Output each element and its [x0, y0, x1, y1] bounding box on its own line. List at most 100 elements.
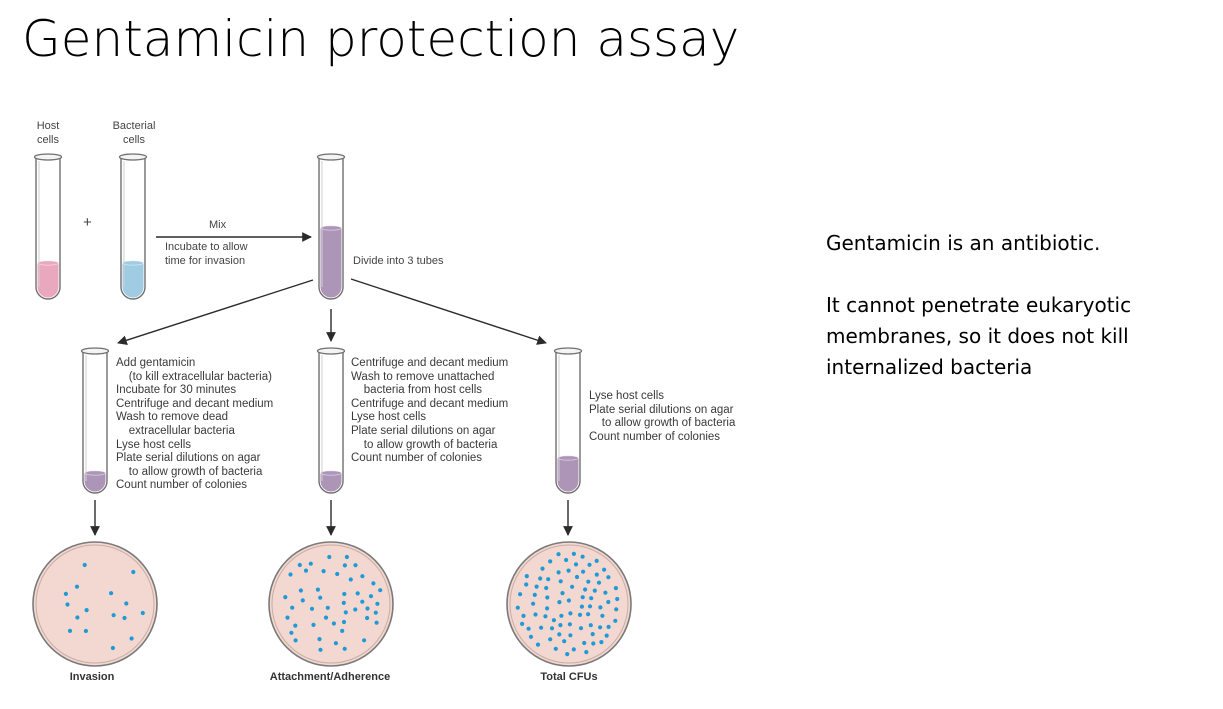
colony: [362, 638, 367, 643]
colony: [360, 574, 365, 579]
colony: [548, 559, 553, 564]
colony: [365, 606, 370, 611]
colony: [371, 581, 376, 586]
colony: [596, 580, 602, 585]
colony: [528, 634, 534, 639]
colony: [606, 599, 611, 605]
colony: [327, 554, 332, 560]
invasion-tube-fluid: [84, 473, 106, 492]
colony: [568, 633, 573, 638]
branch-arrow-right: [350, 278, 547, 345]
explanation-line-2: It cannot penetrate eukaryotic membranes…: [826, 293, 1132, 379]
colony: [579, 604, 585, 609]
colony: [582, 640, 587, 646]
colony: [545, 606, 550, 611]
colony: [360, 599, 365, 604]
colony: [353, 563, 358, 568]
colony: [573, 562, 579, 567]
divide-label: Divide into 3 tubes: [353, 255, 444, 267]
colony: [533, 612, 538, 617]
colony: [538, 576, 543, 581]
colony: [591, 641, 596, 646]
colony: [341, 600, 346, 606]
colony: [543, 614, 548, 619]
colony: [577, 612, 583, 618]
colony: [308, 561, 313, 566]
colony: [546, 577, 551, 582]
colony: [365, 615, 370, 621]
colony: [342, 563, 347, 568]
colony: [560, 591, 565, 596]
colony: [571, 647, 576, 652]
colony: [290, 605, 295, 610]
colony: [606, 624, 611, 630]
bacterial-cells-tube: [118, 153, 148, 300]
colony: [600, 613, 605, 618]
colony: [557, 600, 562, 605]
steps-total: Lyse host cells Plate serial dilutions o…: [589, 390, 736, 443]
colony: [589, 596, 594, 601]
colony: [311, 622, 316, 628]
colony: [532, 592, 537, 598]
colony: [614, 607, 619, 612]
colony: [567, 622, 573, 627]
colony: [520, 621, 525, 627]
colony: [580, 595, 585, 600]
host-cells-label: Host cells: [36, 120, 60, 146]
slide-title: Gentamicin protection assay: [22, 10, 740, 68]
colony: [65, 602, 70, 607]
colony: [587, 604, 593, 609]
colony: [568, 611, 573, 616]
colony: [309, 606, 315, 611]
colony: [353, 607, 358, 612]
colony: [303, 568, 309, 573]
explanation-line-1: Gentamicin is an antibiotic.: [826, 231, 1101, 255]
colony: [293, 638, 298, 643]
colony: [613, 618, 618, 623]
attachment-tube-glass: [318, 351, 344, 494]
colony: [613, 586, 619, 591]
colony: [548, 637, 553, 642]
bacterial-cells-tube-rim: [118, 153, 148, 161]
attachment-plate-agar: [268, 541, 394, 667]
colony: [603, 590, 608, 595]
colony: [588, 623, 593, 628]
colony: [540, 566, 545, 571]
branch-arrow-left: [117, 279, 314, 345]
colony: [524, 582, 529, 587]
host-cells-tube-fluid: [37, 263, 59, 298]
colony: [571, 551, 577, 557]
colony: [565, 652, 570, 657]
colony: [317, 637, 322, 642]
colony: [331, 621, 336, 626]
colony: [333, 641, 338, 646]
total-tube-glass: [555, 351, 581, 494]
colony: [604, 633, 609, 638]
colony: [590, 632, 595, 637]
total-tube-fluid: [557, 458, 579, 492]
colony: [602, 567, 607, 572]
colony: [74, 584, 80, 589]
colony: [84, 608, 89, 613]
caption-total-cfus: Total CFUs: [540, 671, 598, 683]
colony: [323, 615, 329, 620]
colony: [131, 569, 136, 575]
colony: [129, 636, 134, 641]
colony: [374, 620, 379, 625]
colony: [321, 569, 326, 574]
colony: [293, 623, 298, 628]
colony: [63, 591, 68, 597]
colony: [518, 592, 523, 597]
colony: [574, 574, 580, 580]
invasion-plate: [32, 541, 158, 667]
colony: [341, 619, 347, 625]
bacterial-cells-label: Bacterial cells: [112, 120, 156, 146]
host-cells-tube: [33, 153, 63, 300]
mix-label: Mix: [209, 219, 227, 231]
explanation-text: Gentamicin is an antibiotic. It cannot p…: [826, 228, 1206, 383]
attachment-tube-rim: [316, 347, 346, 355]
invasion-tube: [80, 347, 110, 494]
attachment-plate: [268, 541, 394, 667]
colony: [592, 588, 597, 593]
